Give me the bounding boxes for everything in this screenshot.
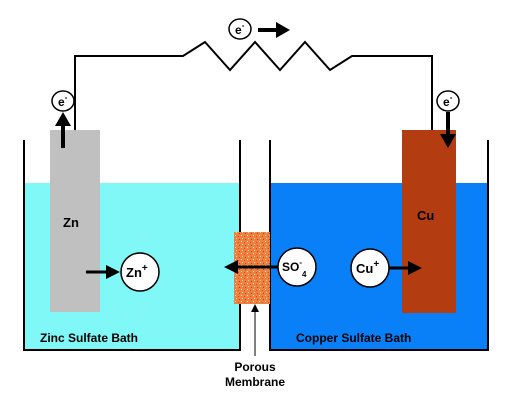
svg-text:SO-4: SO-4 xyxy=(282,258,307,279)
sulfate-ion-arrow xyxy=(224,260,278,274)
external-wire-with-resistor xyxy=(74,40,433,130)
zinc-bath-label: Zinc Sulfate Bath xyxy=(40,331,138,345)
copper-bath-label: Copper Sulfate Bath xyxy=(296,331,411,345)
electron-symbol-top: e- xyxy=(228,18,252,40)
electron-flow-arrow-top xyxy=(258,22,290,38)
electron-flow-arrow-up xyxy=(55,112,71,148)
zinc-ion-arrow xyxy=(86,265,120,279)
zinc-ion-symbol: Zn+ xyxy=(120,252,160,292)
svg-text:Zn+: Zn+ xyxy=(126,263,148,280)
sulfate-ion-symbol: SO-4 xyxy=(277,247,317,287)
membrane-label-line1: Porous xyxy=(234,360,276,374)
membrane-pointer-arrow xyxy=(251,304,259,356)
copper-electrode-label: Cu xyxy=(417,208,434,223)
copper-ion-symbol: Cu+ xyxy=(350,248,390,288)
svg-text:e-: e- xyxy=(235,21,245,37)
svg-text:e-: e- xyxy=(58,93,68,109)
electron-flow-arrow-down xyxy=(440,112,456,148)
electron-symbol-left: e- xyxy=(51,90,75,112)
copper-electrode xyxy=(402,130,456,313)
svg-text:Cu+: Cu+ xyxy=(356,259,379,276)
electron-symbol-right: e- xyxy=(436,90,460,112)
svg-text:e-: e- xyxy=(443,93,453,109)
zinc-electrode-label: Zn xyxy=(63,215,79,230)
zinc-electrode xyxy=(50,130,100,312)
copper-ion-arrow xyxy=(389,261,422,275)
membrane-label-line2: Membrane xyxy=(225,375,285,389)
